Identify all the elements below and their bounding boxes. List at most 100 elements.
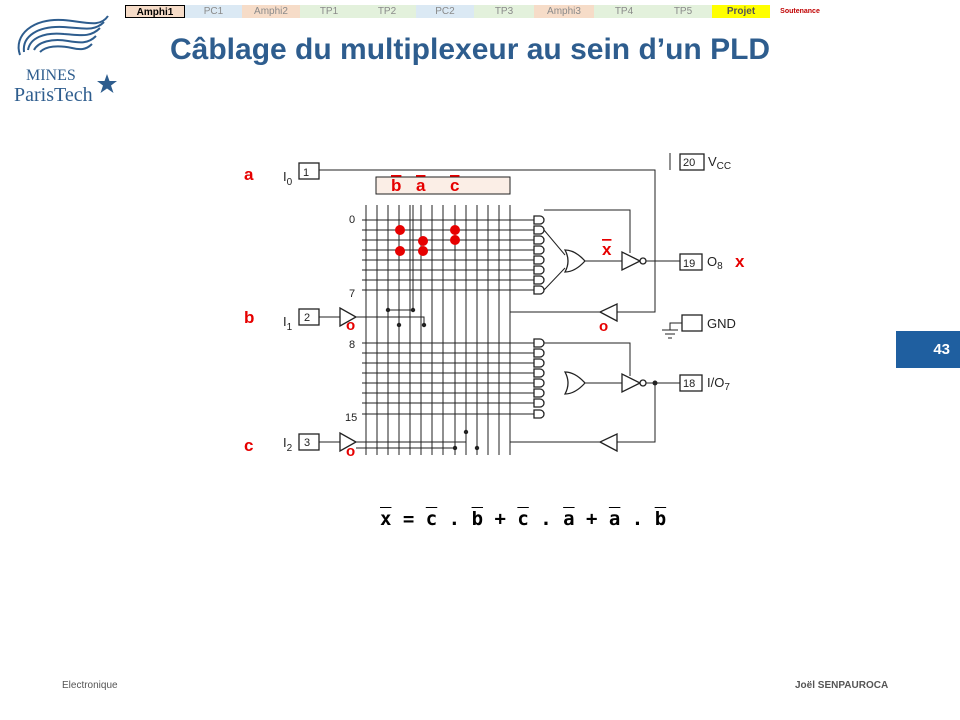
- pin18-box: [679, 374, 703, 392]
- junction-dot: [385, 307, 391, 313]
- nav-tab-soutenance[interactable]: Soutenance: [770, 5, 830, 18]
- junction-dot: [474, 445, 480, 451]
- pin-i0-label: I0: [283, 169, 293, 188]
- pin-3-number: 3: [304, 437, 310, 449]
- pin-i1-label: I1: [283, 314, 293, 333]
- svg-text:ParisTech: ParisTech: [14, 84, 93, 106]
- programmed-fuse-dot: [395, 246, 405, 256]
- nav-tab-pc2[interactable]: PC2: [416, 5, 474, 18]
- boolean-equation: x = c . b + c . a + a . b: [380, 508, 667, 530]
- junction-dot: [652, 380, 658, 386]
- programmed-fuse-dot: [450, 235, 460, 245]
- pin-20-number: 20: [683, 157, 695, 169]
- pin-18-number: 18: [683, 378, 695, 390]
- feedback-buffer-bottom: [598, 432, 618, 453]
- invert-mark-b: o: [346, 317, 355, 334]
- nav-tab-amphi2[interactable]: Amphi2: [242, 5, 300, 18]
- and-gate: [533, 275, 545, 285]
- programmed-fuse-dot: [395, 225, 405, 235]
- and-gate: [533, 409, 545, 419]
- star-icon: [97, 74, 117, 93]
- and-gate: [533, 358, 545, 368]
- gnd-label: GND: [707, 316, 736, 331]
- junction-dot: [410, 307, 416, 313]
- output-inverter-top: [621, 250, 642, 272]
- programmed-fuse-dot: [418, 246, 428, 256]
- invert-mark-c: o: [346, 443, 355, 460]
- row-0-label: 0: [349, 214, 355, 226]
- pin1-wire: [319, 169, 656, 313]
- pin-19-number: 19: [683, 258, 695, 270]
- logo-tech: Tech: [54, 84, 93, 106]
- pin-i2-label: I2: [283, 435, 293, 454]
- pin2-box: [298, 308, 320, 326]
- col-b-bar-label: b: [391, 176, 401, 195]
- input-buffer-c: [339, 431, 358, 453]
- and-gate: [533, 215, 545, 225]
- invert-mark-out: o: [599, 318, 608, 335]
- pin-2-number: 2: [304, 312, 310, 324]
- pin1-box: [298, 162, 320, 180]
- gnd-box: [681, 314, 703, 332]
- junction-dot: [421, 322, 427, 328]
- footer-course: Electronique: [62, 680, 118, 691]
- slide-title: Câblage du multiplexeur au sein d’un PLD: [170, 33, 771, 66]
- output-x-label: x: [735, 252, 745, 271]
- input-buffer-b: [339, 306, 358, 328]
- and-gate: [533, 398, 545, 408]
- junction-dot: [452, 445, 458, 451]
- output-inverter-bottom: [621, 372, 642, 394]
- io7-label: I/O7: [707, 375, 730, 393]
- and-gate: [533, 255, 545, 265]
- input-c-label: c: [244, 436, 253, 455]
- and-gate: [533, 235, 545, 245]
- and-gate: [533, 368, 545, 378]
- pin20-box: [679, 153, 705, 171]
- footer-author: Joël SENPAUROCA: [795, 680, 889, 691]
- nav-tab-tp1[interactable]: TP1: [300, 5, 358, 18]
- and-gate: [533, 388, 545, 398]
- nav-tab-tp2[interactable]: TP2: [358, 5, 416, 18]
- pin-1-number: 1: [303, 167, 309, 179]
- page-number-badge: 43: [896, 331, 960, 368]
- logo-paris: Paris: [14, 84, 54, 106]
- and-gate: [533, 338, 545, 348]
- row-7-label: 7: [349, 288, 355, 300]
- input-b-label: b: [244, 308, 254, 327]
- o8-label: O8: [707, 254, 723, 272]
- logo-mines: MINES: [26, 67, 76, 84]
- and-gate: [533, 348, 545, 358]
- mines-paristech-logo: MINES ParisTech: [14, 15, 117, 106]
- and-gate: [533, 225, 545, 235]
- row-8-label: 8: [349, 339, 355, 351]
- col-c-bar-label: c: [450, 176, 459, 195]
- x-bar-label: x: [602, 240, 612, 259]
- nav-tab-projet[interactable]: Projet: [712, 5, 770, 18]
- vcc-label: VCC: [708, 154, 731, 172]
- col-a-bar-label: a: [416, 176, 426, 195]
- programmed-fuse-dot: [450, 225, 460, 235]
- and-gate: [533, 285, 545, 295]
- junction-dot: [396, 322, 402, 328]
- input-a-label: a: [244, 165, 254, 184]
- feedback-buffer-top: [598, 302, 618, 323]
- and-gate: [533, 245, 545, 255]
- or-gate-top: [563, 249, 586, 273]
- or-gate-bottom: [563, 371, 586, 395]
- pin3-box: [298, 433, 320, 451]
- column-label-highlight: [375, 176, 511, 195]
- and-gate: [533, 378, 545, 388]
- programmed-fuse-dot: [418, 236, 428, 246]
- nav-tab-pc1[interactable]: PC1: [185, 5, 242, 18]
- nav-tab-amphi3[interactable]: Amphi3: [534, 5, 594, 18]
- nav-tab-amphi1[interactable]: Amphi1: [125, 5, 185, 18]
- and-gate: [533, 265, 545, 275]
- junction-dot: [463, 429, 469, 435]
- nav-tab-tp4[interactable]: TP4: [594, 5, 654, 18]
- pin19-box: [679, 253, 703, 271]
- nav-tab-tp3[interactable]: TP3: [474, 5, 534, 18]
- nav-tab-tp5[interactable]: TP5: [654, 5, 712, 18]
- row-15-label: 15: [345, 412, 357, 424]
